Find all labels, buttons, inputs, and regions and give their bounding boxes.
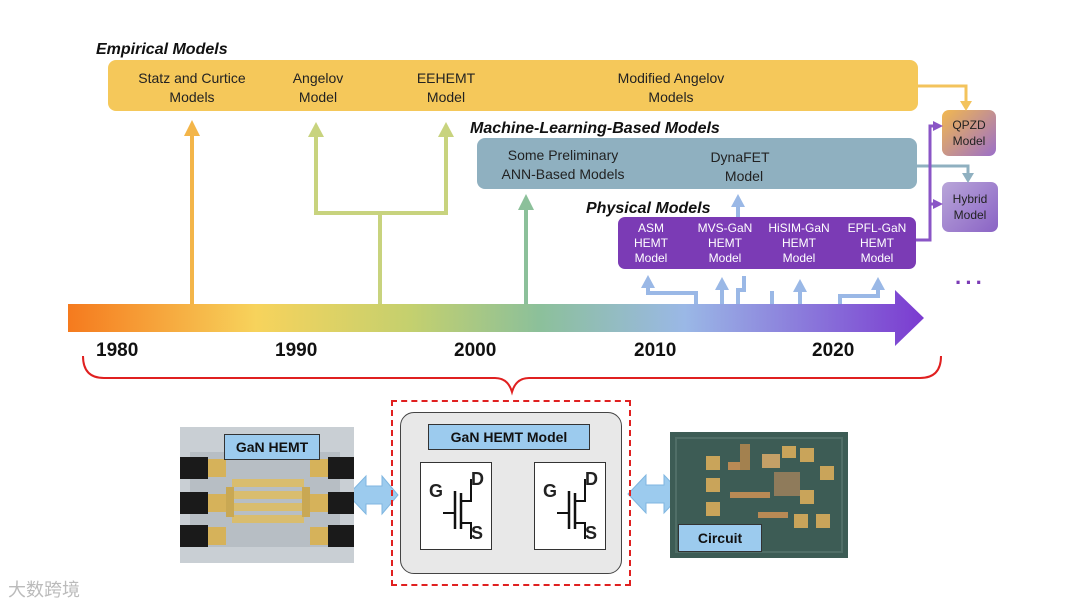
empirical-model-statz-line1: Statz and Curtice [138, 70, 246, 86]
ml-model-ann: Some Preliminary ANN-Based Models [488, 146, 638, 184]
transistor-symbol-right: G D S [534, 462, 606, 550]
arrow-head-angelov [308, 122, 324, 137]
physical-model-asm-line1: ASM [637, 221, 664, 235]
physical-model-epfl-line2: HEMT [860, 236, 894, 250]
device-chip-graphic [180, 427, 354, 563]
hybrid-model-box: Hybrid Model [942, 182, 998, 232]
physical-model-hisim-line3: Model [782, 251, 816, 265]
qpzd-line2: Model [952, 134, 986, 148]
empirical-section-title: Empirical Models [96, 41, 228, 58]
transistor-left-graphic [443, 479, 472, 539]
arrow-angelov-eehemt [314, 134, 448, 304]
ml-model-ann-line1: Some Preliminary [507, 147, 619, 163]
ml-model-ann-line2: ANN-Based Models [501, 166, 625, 182]
ml-model-dynafet: DynaFET Model [690, 148, 790, 186]
empirical-models-box [108, 60, 918, 111]
terminal-s-left: S [471, 523, 484, 543]
arrow-to-qpzd [918, 84, 968, 102]
terminal-d-right: D [585, 469, 598, 489]
double-arrow-left [347, 474, 399, 516]
qpzd-line1: QPZD [952, 118, 986, 132]
terminal-d-left: D [471, 469, 484, 489]
empirical-model-modified-angelov-line1: Modified Angelov [617, 70, 725, 86]
physical-model-mvs-line1: MVS-GaN [697, 221, 753, 235]
physical-model-asm: ASM HEMT Model [622, 221, 680, 266]
arrow-head-asm [641, 275, 655, 288]
physical-model-epfl: EPFL-GaN HEMT Model [840, 221, 914, 266]
empirical-model-statz-line2: Models [169, 89, 215, 105]
arrow-head-epfl [871, 277, 885, 290]
empirical-model-statz: Statz and Curtice Models [122, 69, 262, 107]
empirical-model-angelov-line1: Angelov [292, 70, 344, 86]
physical-model-mvs: MVS-GaN HEMT Model [692, 221, 758, 266]
ellipsis-more: ··· [955, 270, 986, 295]
ml-section-title: Machine-Learning-Based Models [470, 120, 720, 137]
hybrid-line2: Model [953, 208, 987, 222]
empirical-model-angelov-line2: Model [298, 89, 338, 105]
gan-hemt-device-photo [180, 427, 354, 563]
arrow-statz [184, 120, 200, 304]
physical-model-hisim: HiSIM-GaN HEMT Model [762, 221, 836, 266]
gan-hemt-model-label: GaN HEMT Model [428, 424, 590, 450]
year-1990: 1990 [275, 340, 318, 361]
physical-model-asm-line3: Model [634, 251, 668, 265]
year-2010: 2010 [634, 340, 677, 361]
transistor-symbol-left: G D S [420, 462, 492, 550]
arrow-head-eehemt [438, 122, 454, 137]
arrow-head-hisim [793, 279, 807, 292]
arrow-dynafet [731, 194, 745, 217]
gan-hemt-label: GaN HEMT [224, 434, 320, 460]
physical-models-box [618, 217, 916, 269]
empirical-model-modified-angelov: Modified Angelov Models [596, 69, 746, 107]
year-1980: 1980 [96, 340, 139, 361]
empirical-model-angelov: Angelov Model [270, 69, 366, 107]
physical-connectors [646, 276, 880, 304]
qpzd-model-box: QPZD Model [942, 110, 996, 156]
circuit-label: Circuit [678, 524, 762, 552]
ml-model-dynafet-line1: DynaFET [710, 149, 770, 165]
year-2020: 2020 [812, 340, 855, 361]
arrow-physical-to-side [916, 124, 934, 242]
physical-section-title: Physical Models [586, 200, 711, 217]
empirical-model-modified-angelov-line2: Models [648, 89, 694, 105]
watermark-logo-text: 大数跨境 [8, 580, 80, 600]
physical-model-mvs-line2: HEMT [708, 236, 742, 250]
timeline-arrow [68, 290, 924, 346]
physical-model-mvs-line3: Model [708, 251, 742, 265]
terminal-s-right: S [585, 523, 598, 543]
terminal-g-right: G [543, 481, 558, 501]
year-2000: 2000 [454, 340, 497, 361]
ml-models-box [477, 138, 917, 189]
ml-model-dynafet-line2: Model [724, 168, 764, 184]
empirical-model-eehemt-line2: Model [426, 89, 466, 105]
empirical-model-eehemt-line1: EEHEMT [416, 70, 476, 86]
physical-model-hisim-line1: HiSIM-GaN [768, 221, 830, 235]
arrow-head-mvs [715, 277, 729, 290]
terminal-g-left: G [429, 481, 444, 501]
red-brace [82, 355, 942, 396]
physical-model-epfl-line1: EPFL-GaN [847, 221, 907, 235]
transistor-right-graphic [557, 479, 586, 539]
arrow-ann [518, 194, 534, 304]
empirical-model-eehemt: EEHEMT Model [398, 69, 494, 107]
arrow-to-hybrid [917, 164, 970, 174]
physical-model-asm-line2: HEMT [634, 236, 668, 250]
physical-model-hisim-line2: HEMT [782, 236, 816, 250]
physical-model-epfl-line3: Model [860, 251, 894, 265]
hybrid-line1: Hybrid [952, 192, 988, 206]
model-dashed-frame [391, 400, 631, 586]
